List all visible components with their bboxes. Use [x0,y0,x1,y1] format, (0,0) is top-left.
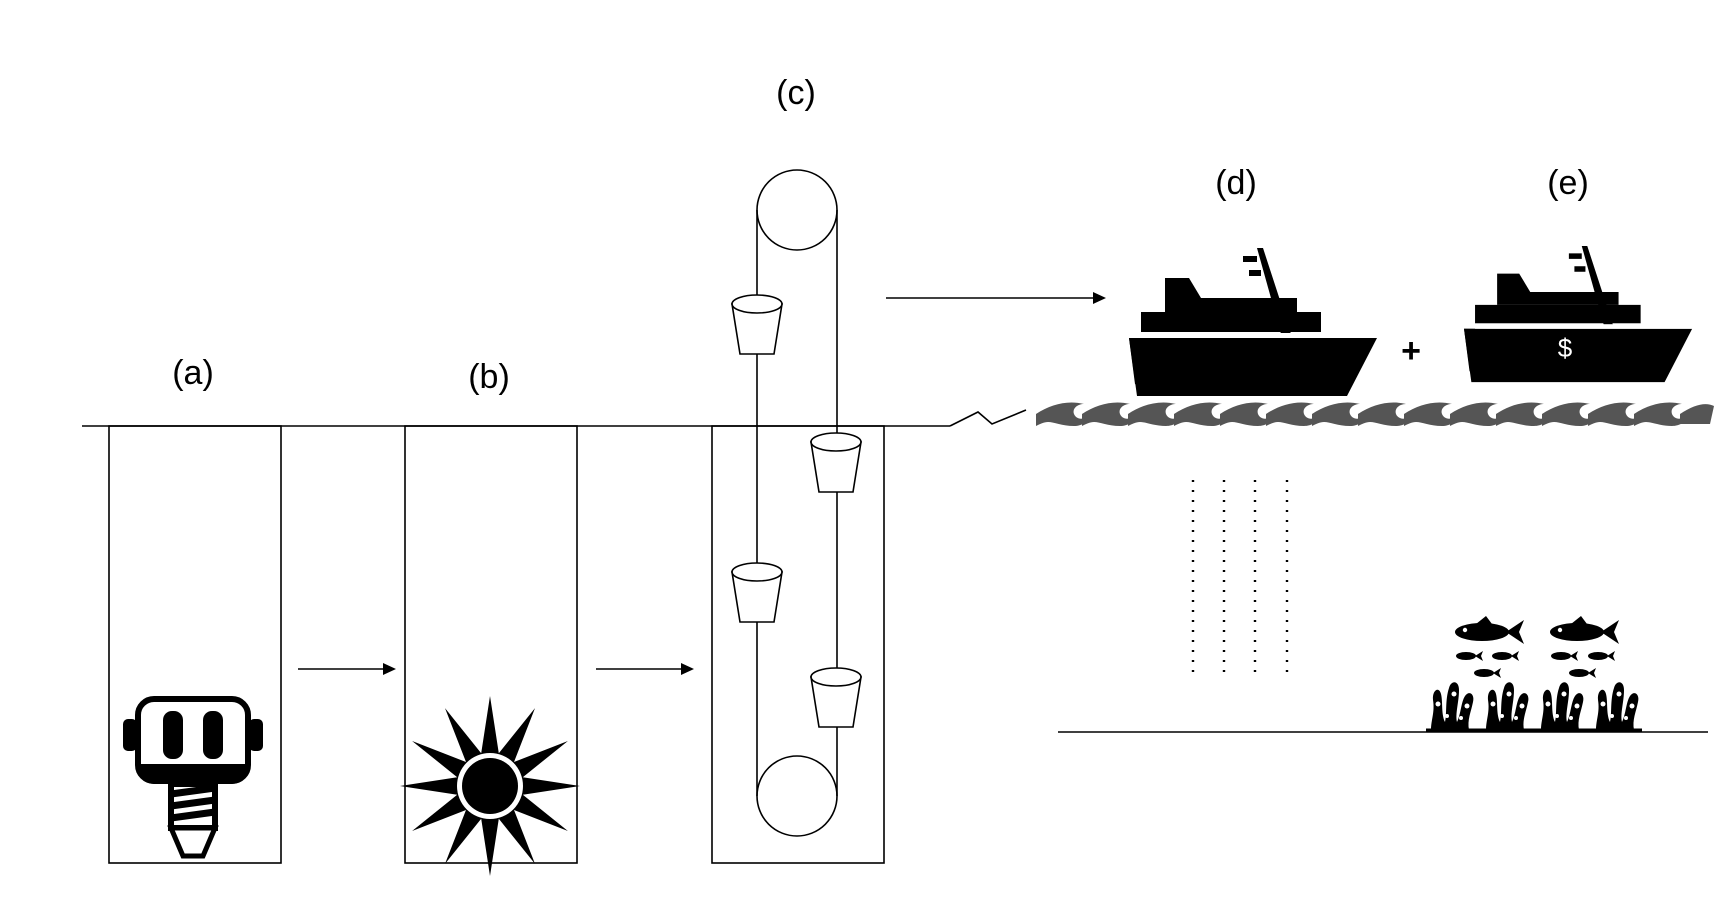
stage-c-conveyor: (c) [711,74,885,864]
waves-icon [1036,402,1714,426]
stage-d-vessel: (d) [1129,164,1381,396]
label-b: (b) [468,358,510,396]
ship-with-dollar-icon [1464,246,1696,383]
label-e: (e) [1547,164,1589,202]
drill-bit-icon [123,696,263,859]
stage-a-drilling: (a) [108,354,282,864]
explosion-icon [400,696,580,876]
ship-icon [1129,248,1381,396]
shaft-a [108,425,282,864]
label-a: (a) [172,354,214,392]
label-c: (c) [776,74,816,112]
currency-symbol: $ [1558,333,1573,363]
plus-sign: + [1401,332,1421,370]
bucket-conveyor-icon [731,169,862,837]
fish-icon [1455,616,1619,678]
sediment-plume [1191,480,1289,676]
arrow-c-to-d [886,292,1106,304]
arrow-a-to-b [298,663,396,675]
label-d: (d) [1215,164,1257,202]
arrow-b-to-c [596,663,694,675]
stage-e-vessel-paid: (e) $ [1464,164,1696,383]
shaft-c [711,425,885,864]
coral-reef-icon [1426,682,1642,732]
break-mark [949,409,1027,427]
stage-b-blasting: (b) [400,358,580,876]
